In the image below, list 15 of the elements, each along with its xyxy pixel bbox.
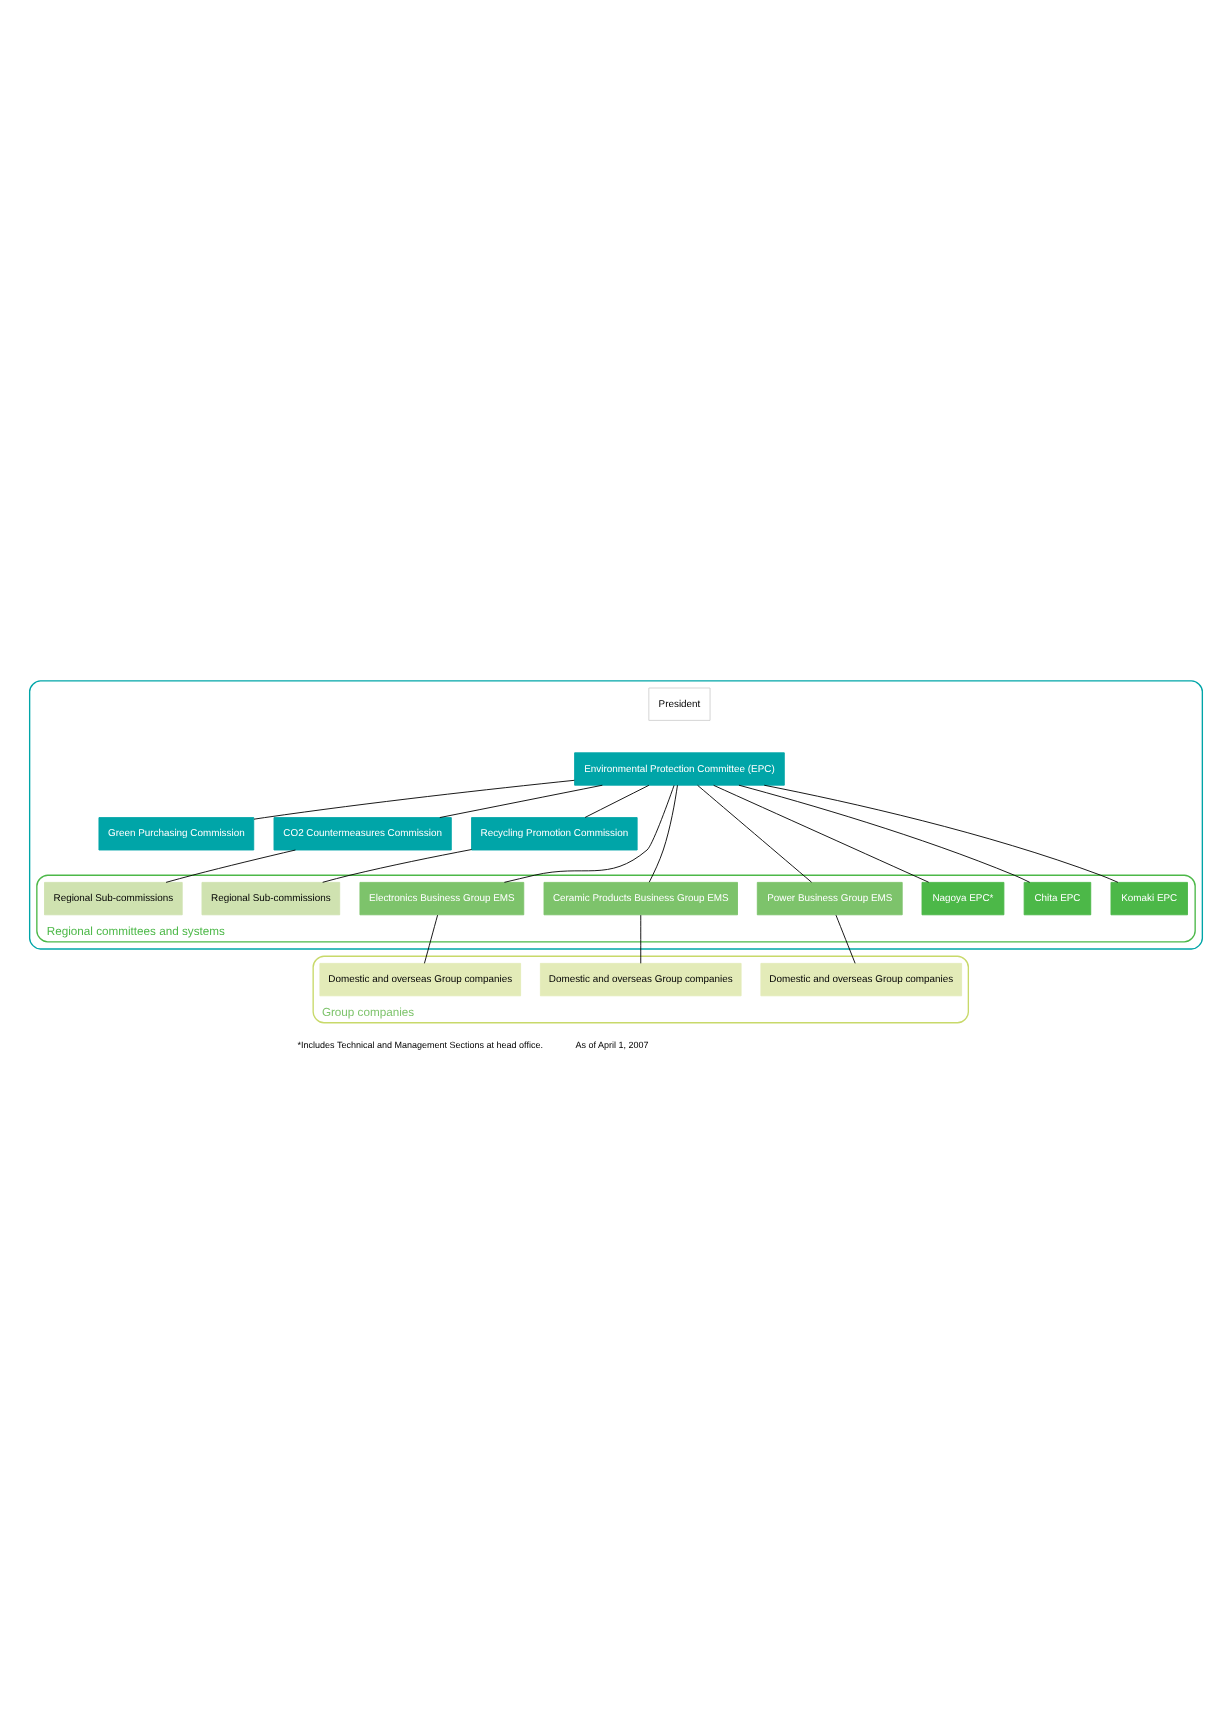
- connector: [640, 913, 642, 963]
- connector: [763, 783, 1119, 882]
- cluster: [28, 679, 1204, 949]
- connector: [648, 783, 678, 882]
- connector: [584, 783, 650, 817]
- connector: [439, 783, 603, 817]
- connector: [424, 913, 439, 963]
- connector: [713, 783, 930, 882]
- connector: [322, 848, 472, 882]
- connector: [697, 783, 812, 882]
- connector: [835, 913, 856, 963]
- connector: [738, 783, 1031, 882]
- connector: [165, 848, 296, 882]
- connector: [253, 778, 575, 819]
- connector: [503, 783, 675, 882]
